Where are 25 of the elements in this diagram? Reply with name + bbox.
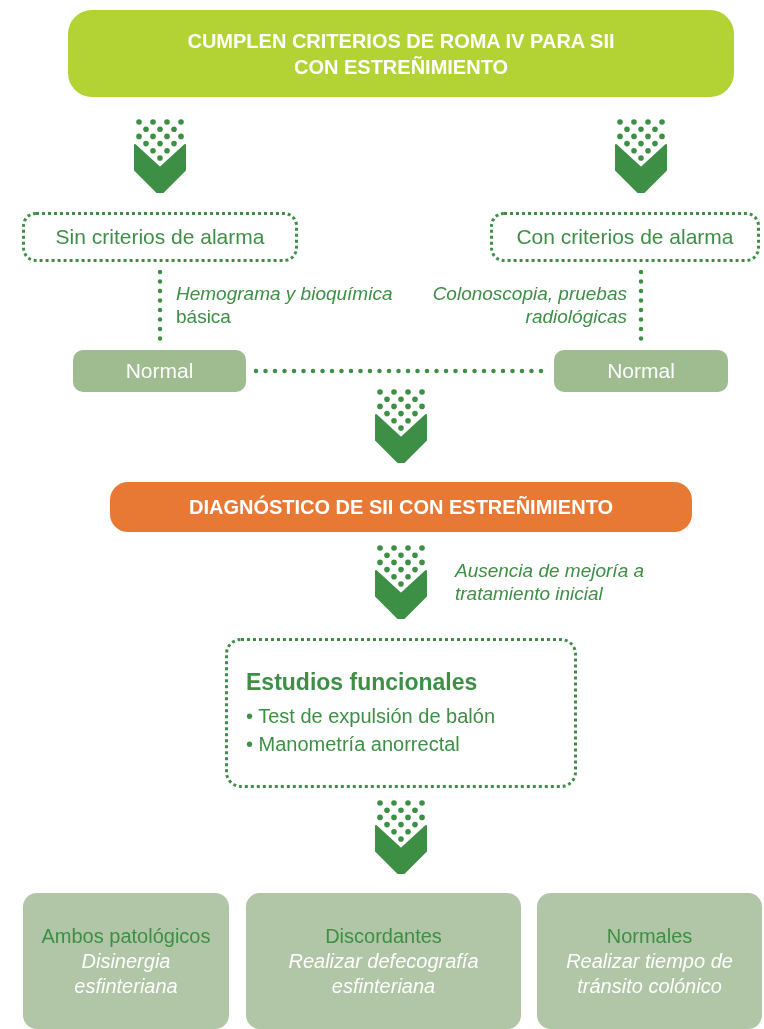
outcome-box <box>246 893 521 1029</box>
criteria-box <box>68 10 734 97</box>
bullet-item: • Test de expulsión de balón <box>246 703 496 729</box>
alarm-criteria-box <box>22 212 298 262</box>
node-note: Disinergia esfinteriana <box>73 948 179 999</box>
node-note: Realizar tiempo de tránsito colónico <box>565 948 734 999</box>
diagnosis-box <box>110 482 692 532</box>
node-label: Con criterios de alarma <box>516 225 734 249</box>
node-label: CUMPLEN CRITERIOS DE ROMA IV PARA SII CON ESTREÑIMIENTO <box>186 28 616 80</box>
node-heading: Normales <box>606 923 693 949</box>
node-label: Normal <box>125 359 194 383</box>
bullet-item: • Manometría anorrectal <box>246 731 460 757</box>
alarm-criteria-box <box>490 212 760 262</box>
node-heading: Estudios funcionales <box>246 668 478 696</box>
node-label: Normal <box>607 359 675 383</box>
node-heading: Ambos patológicos <box>41 923 211 949</box>
node-label: DIAGNÓSTICO DE SII CON ESTREÑIMIENTO <box>188 495 614 519</box>
result-box <box>73 350 246 392</box>
functional-studies-box <box>225 638 577 788</box>
result-box <box>554 350 728 392</box>
node-heading: Discordantes <box>325 923 442 949</box>
node-note: Realizar defecografía esfinteriana <box>287 948 480 999</box>
outcome-box <box>23 893 229 1029</box>
outcome-box <box>537 893 762 1029</box>
node-label: Sin criterios de alarma <box>55 225 265 249</box>
